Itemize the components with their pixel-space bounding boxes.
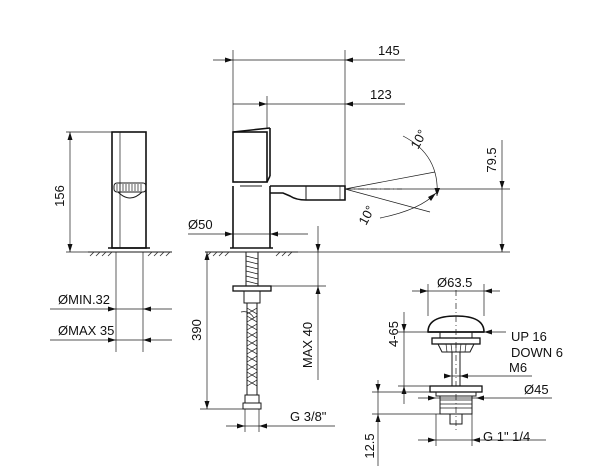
dim-63-arrow-right <box>484 288 492 294</box>
dim-min-arrow-right <box>143 306 151 312</box>
dim-g1-arrow-right <box>472 437 480 443</box>
dim-125-arrow-bottom <box>375 414 381 422</box>
side-aerator-grill <box>116 184 142 191</box>
dim-min-label: ØMIN.32 <box>58 292 110 307</box>
front-handle <box>232 131 268 183</box>
dim-min-arrow-left <box>108 306 116 312</box>
front-handle-corner <box>266 175 271 183</box>
front-spray-upper <box>344 171 436 190</box>
dim-145-arrow-left <box>225 57 233 63</box>
front-spout <box>270 185 346 201</box>
dim-125-label: 12.5 <box>362 433 377 458</box>
dim-g38-arrow-left <box>237 423 245 429</box>
dim-465-arrow-top <box>401 324 407 332</box>
dim-156-arrow-bottom <box>67 244 73 252</box>
dim-79-label: 79.5 <box>484 147 499 172</box>
side-aerator-curve <box>117 191 143 199</box>
dim-63-arrow-left <box>420 288 428 294</box>
front-shank <box>245 251 259 287</box>
angle-arc-lower-arrow <box>428 193 436 201</box>
angle-arc-upper-arrow <box>434 188 440 196</box>
dim-156-label: 156 <box>52 185 67 207</box>
dim-max-arrow-right <box>143 337 151 343</box>
dim-390-label: 390 <box>189 319 204 341</box>
dim-45-label: Ø45 <box>524 382 549 397</box>
dim-465-arrow-bottom <box>401 386 407 394</box>
dim-465-label: 4-65 <box>386 321 401 347</box>
front-fitting-nut <box>242 402 262 410</box>
drain-threads <box>440 399 472 409</box>
dim-63-label: Ø63.5 <box>437 275 472 290</box>
side-aerator-band <box>113 182 147 193</box>
dim-max-arrow-left <box>108 337 116 343</box>
dim-50-label: Ø50 <box>188 217 213 232</box>
updown-down-label: DOWN 6 <box>511 345 563 360</box>
front-hose-braid <box>246 307 258 387</box>
dim-max-label: ØMAX 35 <box>58 323 114 338</box>
dim-m6-label: M6 <box>509 360 527 375</box>
dim-45-arrow-left <box>428 395 436 401</box>
dim-max40-label: MAX 40 <box>300 322 315 368</box>
dim-max40-arrow-top <box>315 244 321 252</box>
dim-g38-label: G 3/8" <box>290 409 327 424</box>
side-view: 156 ØMIN.32 ØMAX 35 <box>50 131 172 352</box>
dim-g1-arrow-left <box>428 437 436 443</box>
front-view: 10° 10° <box>188 43 510 432</box>
angle-lower-label: 10° <box>355 203 377 227</box>
drain-view: Ø63.5 4-65 UP 16 DOWN 6 M6 Ø45 12.5 <box>362 275 563 466</box>
dim-g38-arrow-right <box>259 423 267 429</box>
dim-45-arrow-right <box>476 395 484 401</box>
front-spray-lower <box>344 188 431 213</box>
side-counter-hatch <box>89 251 171 257</box>
dim-145-label: 145 <box>378 43 400 58</box>
front-fitting <box>244 394 260 404</box>
angle-upper-label: 10° <box>407 127 429 151</box>
drain-tail <box>449 413 463 425</box>
dim-m6-arrow-left <box>444 373 452 379</box>
updown-up-label: UP 16 <box>511 329 547 344</box>
front-handle-top-bevel <box>232 127 271 133</box>
dim-123-arrow-left <box>259 101 267 107</box>
angle-arc-lower <box>379 192 437 219</box>
front-counter-hatch <box>206 251 293 257</box>
dim-390-arrow-top <box>204 252 210 260</box>
front-hose-clip <box>240 311 255 319</box>
dim-145-arrow-right <box>345 57 353 63</box>
dim-390-arrow-bottom <box>204 401 210 409</box>
dim-156-arrow-top <box>67 132 73 140</box>
front-shank-threads <box>245 255 259 285</box>
dim-50-arrow-left <box>225 231 233 237</box>
dim-79-arrow-bottom <box>499 244 505 252</box>
dim-g1-label: G 1" 1/4 <box>483 429 530 444</box>
dim-123-arrow-right <box>345 101 353 107</box>
updown-arrow <box>484 329 492 335</box>
front-washer <box>232 285 272 292</box>
dim-50-arrow-right <box>270 231 278 237</box>
front-nut <box>243 290 261 304</box>
dim-125-arrow-top <box>375 384 381 392</box>
dim-max40-arrow-bottom <box>315 286 321 294</box>
drain-lower-flange <box>429 385 483 393</box>
dim-123-label: 123 <box>370 87 392 102</box>
dim-79-arrow-top <box>499 181 505 189</box>
dim-m6-arrow-right <box>460 373 468 379</box>
